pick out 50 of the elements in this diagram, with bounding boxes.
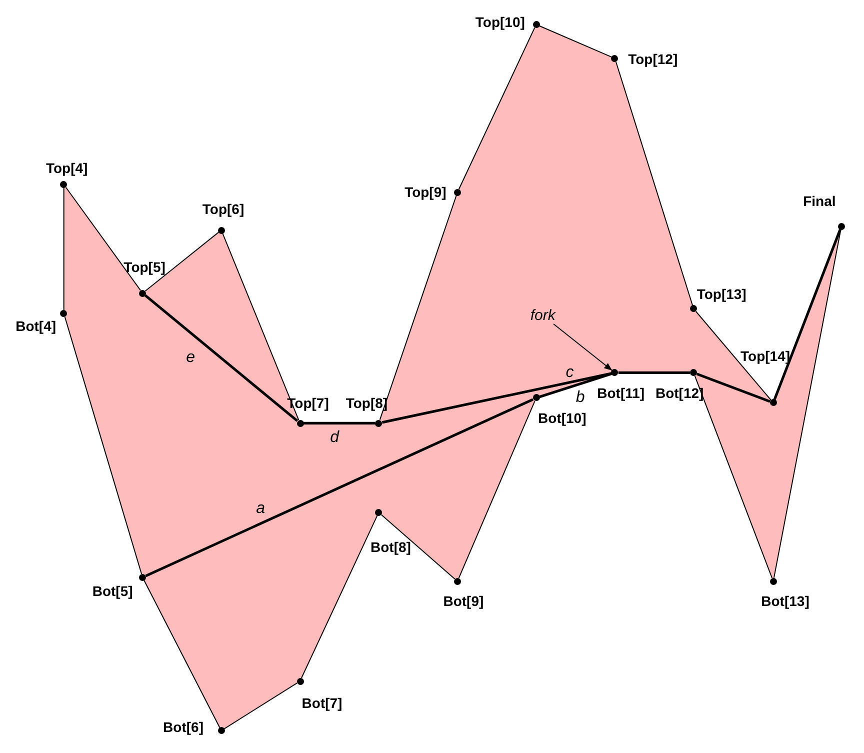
line-segment (224, 682, 298, 730)
vertex-label: Bot[7] (302, 695, 342, 712)
vertex-label: Bot[8] (370, 539, 411, 556)
vertex-label: Top[4] (46, 160, 88, 176)
vertex-label: Top[9] (404, 184, 446, 200)
line-segment (458, 27, 536, 190)
edge-label: e (186, 350, 195, 366)
line-segment (144, 232, 220, 292)
vertex-label: Top[14] (740, 348, 790, 364)
line-segment (773, 229, 842, 400)
line-segment (65, 186, 141, 291)
line-segment (458, 400, 536, 579)
line-segment (222, 232, 300, 420)
line-segment (379, 195, 457, 420)
vertex-label: Top[10] (475, 14, 525, 30)
line-segment (696, 372, 770, 403)
line-segment (145, 398, 534, 578)
line-segment (64, 316, 142, 575)
vertex-label: Bot[6] (163, 718, 204, 735)
line-segment (300, 515, 378, 678)
vertex-label: Top[12] (628, 51, 678, 68)
line-segment (773, 229, 842, 578)
line-segment (144, 294, 298, 422)
edge-label: b (576, 390, 585, 406)
line-segment (382, 372, 612, 424)
arrow (553, 323, 613, 372)
edge-label: a (256, 500, 266, 517)
edge-label: d (330, 430, 339, 446)
line-segment (304, 422, 376, 424)
line-segment (694, 376, 773, 578)
vertex-label: Top[5] (124, 259, 166, 276)
line-segment (63, 188, 64, 311)
vertex-label: Bot[5] (92, 583, 133, 600)
vertex-label: Top[13] (696, 286, 746, 302)
vertex-label: Top[6] (202, 201, 244, 218)
line-segment (695, 310, 772, 401)
line-segment (539, 372, 612, 398)
line-segment (538, 25, 612, 58)
vertex-label: Final (803, 193, 836, 210)
line-segment (144, 580, 220, 728)
vertex-label: Bot[4] (16, 318, 56, 334)
vertex-label: Bot[13] (761, 593, 810, 610)
vertex-label: Bot[11] (597, 384, 645, 401)
vertex-label: Bot[10] (538, 410, 586, 426)
edge-label: c (566, 364, 574, 381)
line-segment (615, 61, 694, 306)
vertex-label: Bot[9] (443, 593, 484, 610)
line-segment (380, 514, 456, 580)
line-segment (618, 371, 690, 374)
annotation-text: fork (530, 306, 556, 324)
